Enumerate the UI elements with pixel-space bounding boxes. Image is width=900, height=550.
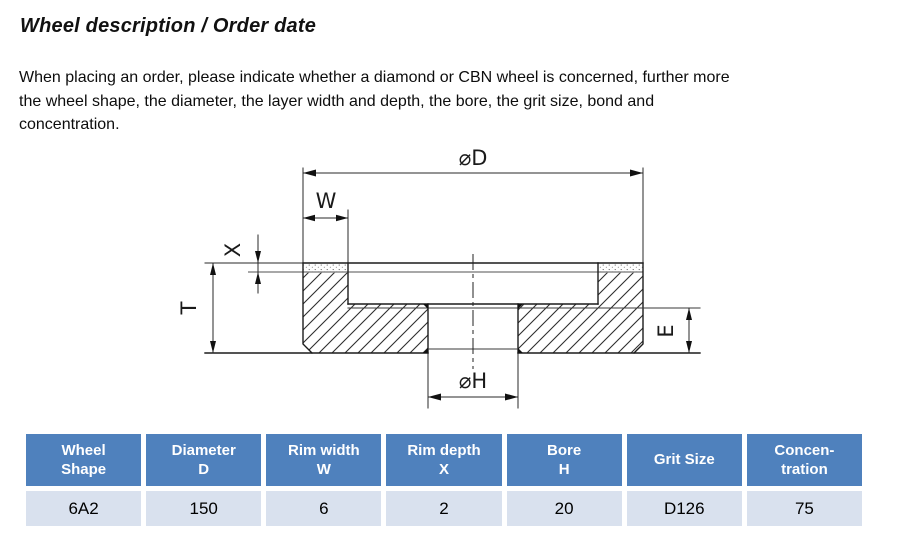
label-rim-depth-X: X bbox=[221, 243, 245, 257]
intro-paragraph: When placing an order, please indicate w… bbox=[19, 66, 889, 137]
paragraph-line: concentration. bbox=[19, 116, 120, 133]
col-header-rim-depth: Rim depth X bbox=[386, 434, 502, 486]
cell-bore: 20 bbox=[506, 491, 622, 526]
cell-wheel-shape: 6A2 bbox=[26, 491, 142, 526]
label-thickness-T: T bbox=[177, 301, 201, 315]
page-title: Wheel description / Order date bbox=[20, 15, 317, 37]
label-rim-width-W: W bbox=[316, 189, 337, 213]
wheel-body-section bbox=[204, 262, 701, 354]
dimension-bore-H: ⌀H bbox=[427, 352, 519, 409]
cell-grit-size: D126 bbox=[626, 491, 742, 526]
dimension-thickness-T: T bbox=[177, 262, 216, 354]
cell-concentration: 75 bbox=[746, 491, 862, 526]
cell-rim-depth: 2 bbox=[386, 491, 502, 526]
cell-rim-width: 6 bbox=[266, 491, 382, 526]
spec-table: Wheel Shape Diameter D Rim width W Rim d… bbox=[26, 434, 862, 526]
dimension-rim-width-W: W bbox=[302, 189, 349, 264]
col-header-concentration: Concen- tration bbox=[746, 434, 862, 486]
col-header-diameter: Diameter D bbox=[146, 434, 262, 486]
col-header-grit-size: Grit Size bbox=[626, 434, 742, 486]
label-hub-E: E bbox=[654, 324, 678, 337]
col-header-bore: Bore H bbox=[506, 434, 622, 486]
abrasive-layer-left bbox=[303, 263, 348, 272]
col-header-rim-width: Rim width W bbox=[266, 434, 382, 486]
dimension-diameter-D: ⌀D bbox=[302, 146, 644, 264]
dimension-rim-depth-X: X bbox=[204, 234, 304, 294]
paragraph-line: When placing an order, please indicate w… bbox=[19, 69, 730, 86]
paragraph-line: the wheel shape, the diameter, the layer… bbox=[19, 92, 655, 110]
dimension-hub-E: E bbox=[654, 307, 692, 354]
cell-diameter: 150 bbox=[146, 491, 262, 526]
abrasive-layer-right bbox=[598, 263, 643, 272]
label-diameter-D: ⌀D bbox=[459, 146, 488, 170]
wheel-cross-section-diagram: ⌀D W X T E bbox=[177, 146, 701, 409]
col-header-wheel-shape: Wheel Shape bbox=[26, 434, 142, 486]
label-bore-H: ⌀H bbox=[459, 369, 487, 393]
